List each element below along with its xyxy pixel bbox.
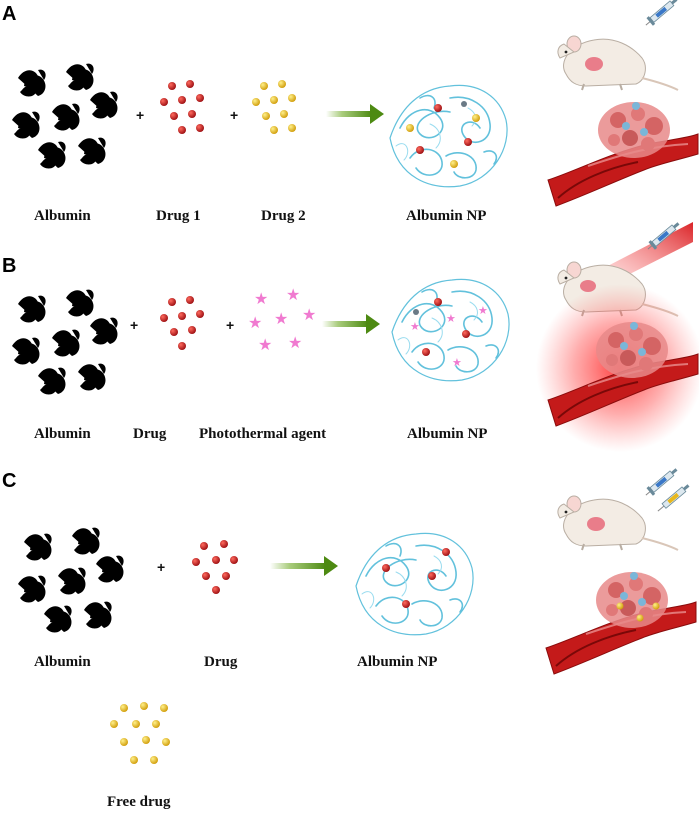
- label-free-drug: Free drug: [107, 794, 171, 810]
- syringe-icon: [657, 484, 690, 512]
- syringe-icon: [642, 0, 681, 30]
- panel-b-letter: B: [2, 255, 16, 277]
- panel-a-letter: A: [2, 3, 16, 25]
- plus-operator: +: [226, 317, 234, 333]
- tumor-icon: [596, 322, 668, 378]
- arrow-right-icon: [270, 556, 338, 576]
- drug-dots-icon: [110, 702, 170, 764]
- mouse-icon: [556, 35, 679, 91]
- plus-operator: +: [136, 107, 144, 123]
- mouse-icon: [556, 495, 679, 551]
- nanoparticle-icon: [389, 84, 508, 188]
- label-drug-1: Drug 1: [156, 208, 201, 224]
- svg-text:★: ★: [254, 289, 268, 308]
- arrow-right-icon: [326, 104, 384, 124]
- panel-a: A + + Albumin: [2, 0, 699, 224]
- plus-operator: +: [130, 317, 138, 333]
- panel-b: B + + ★ ★ ★ ★ ★ ★ ★ ★ ★: [2, 219, 699, 452]
- label-albumin-np: Albumin NP: [406, 208, 486, 224]
- label-drug: Drug: [133, 426, 167, 442]
- label-albumin: Albumin: [34, 208, 91, 224]
- nanoparticle-icon: [355, 532, 474, 636]
- svg-text:★: ★: [274, 309, 288, 328]
- svg-text:★: ★: [288, 333, 302, 352]
- svg-text:★: ★: [410, 320, 420, 333]
- svg-text:★: ★: [478, 304, 488, 317]
- panel-c-letter: C: [2, 470, 16, 492]
- tumor-icon: [598, 102, 670, 158]
- albumin-cluster-icon: [12, 64, 118, 169]
- label-albumin: Albumin: [34, 426, 91, 442]
- plus-operator: +: [230, 107, 238, 123]
- albumin-cluster-icon: [18, 528, 124, 633]
- svg-text:★: ★: [286, 285, 300, 304]
- panel-c: C + Albumin Drug Albumin NP: [2, 465, 697, 810]
- svg-text:★: ★: [248, 313, 262, 332]
- svg-text:★: ★: [302, 305, 316, 324]
- svg-text:★: ★: [446, 312, 456, 325]
- drug-dots-icon: [160, 80, 204, 134]
- label-albumin-np: Albumin NP: [357, 654, 437, 670]
- label-drug: Drug: [204, 654, 238, 670]
- drug-dots-icon: [192, 540, 238, 594]
- star-icon: ★ ★ ★ ★ ★ ★ ★: [248, 285, 316, 354]
- svg-text:★: ★: [258, 335, 272, 354]
- nanoparticle-icon: ★ ★ ★ ★: [391, 278, 510, 382]
- label-photothermal-agent: Photothermal agent: [199, 426, 326, 442]
- arrow-right-icon: [322, 314, 380, 334]
- albumin-cluster-icon: [12, 290, 118, 395]
- tumor-icon: [596, 572, 668, 628]
- label-drug-2: Drug 2: [261, 208, 306, 224]
- drug-dots-icon: [160, 296, 204, 350]
- drug-dots-icon: [252, 80, 296, 134]
- label-albumin-np: Albumin NP: [407, 426, 487, 442]
- label-albumin: Albumin: [34, 654, 91, 670]
- plus-operator: +: [157, 559, 165, 575]
- svg-text:★: ★: [452, 356, 462, 369]
